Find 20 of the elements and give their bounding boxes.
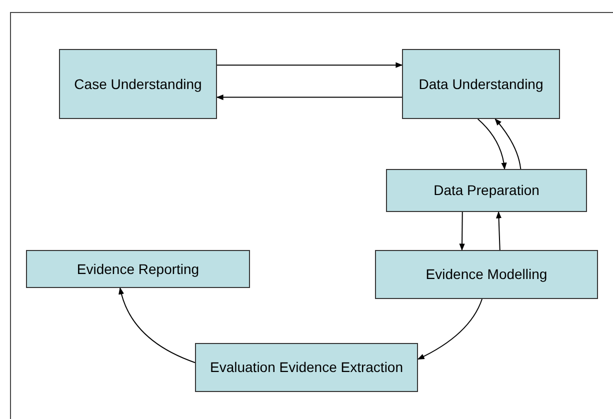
process-box xyxy=(195,343,418,392)
box-label: Evaluation Evidence Extraction xyxy=(209,358,404,377)
process-box xyxy=(402,49,560,119)
arrow xyxy=(216,94,402,100)
process-box xyxy=(26,250,250,288)
box-label: Data Understanding xyxy=(418,74,544,94)
arrow xyxy=(216,62,403,68)
box-label: Data Preparation xyxy=(432,181,540,200)
arrow xyxy=(477,118,507,170)
process-box xyxy=(375,250,598,299)
box-label: Case Understanding xyxy=(73,74,203,94)
arrow xyxy=(459,212,465,251)
arrow xyxy=(494,118,522,170)
box-label: Evidence Modelling xyxy=(424,265,548,284)
arrow xyxy=(118,287,196,364)
process-box xyxy=(59,49,217,119)
arrow xyxy=(496,211,502,250)
process-box xyxy=(386,169,587,212)
box-label: Evidence Reporting xyxy=(76,260,200,278)
arrow xyxy=(417,298,483,360)
